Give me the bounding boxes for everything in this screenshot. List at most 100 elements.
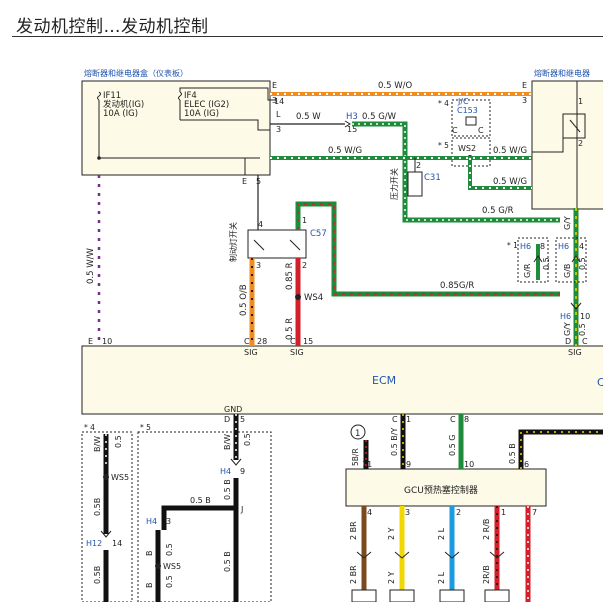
wire-05b3-label: 0.5 B <box>223 479 232 500</box>
wire-by-label: 0.5 B/Y <box>390 428 399 456</box>
wire-ww-label: 0.5 W/W <box>86 248 96 284</box>
wire-r2-label: 0.5 R <box>285 318 295 340</box>
fuse-box-right-label: 熔断器和继电器 <box>534 68 590 78</box>
wire-wg3-stripe <box>469 158 532 189</box>
brake-switch <box>247 229 307 259</box>
wire-gb-label: G/B <box>563 264 572 278</box>
fuse-box-internal-top <box>179 87 276 101</box>
wire-05c-label: 0.5 <box>578 323 587 336</box>
pin-14: 14 <box>274 97 284 106</box>
wire-05b-label: 0.5 <box>578 257 587 270</box>
connector-ws5b: WS5 <box>163 562 181 571</box>
pin-C-15: C <box>290 337 296 346</box>
option-box-4 <box>81 431 133 602</box>
connector-ws5a: WS5 <box>111 473 129 482</box>
h6-arrow-b <box>571 255 581 263</box>
wire-05e-label: 0.5 <box>243 433 252 446</box>
pin-s4: * 4 <box>84 423 95 432</box>
wire-b2-label: B <box>145 583 154 589</box>
pin-15b: 15 <box>303 337 313 346</box>
pin-4b: 4 <box>579 242 584 251</box>
circle-1-marker <box>350 424 366 440</box>
wire-w-l-label: 0.5 W <box>296 112 321 122</box>
wire-05b6-label: 0.5 B <box>508 443 517 464</box>
brake-switch-contact-b <box>289 239 301 251</box>
connector-h3: H3 <box>346 112 358 122</box>
pin-SIG1: SIG <box>244 348 258 357</box>
right-box-pin2: 2 <box>578 139 583 148</box>
wire-2br2-label: 2 BR <box>349 565 358 584</box>
wire-05b1-label: 0.5B <box>93 498 102 516</box>
fuse-box-left-label: 熔断器和继电器盒（仪表板） <box>84 68 188 78</box>
if11-rating: 10A (IG) <box>103 109 138 119</box>
pin-D-ecm: D <box>565 337 571 346</box>
output-chevrons <box>356 551 505 559</box>
pin-11: 11 <box>362 460 372 469</box>
connector-c57: C57 <box>310 229 327 239</box>
ecm-box <box>81 345 603 415</box>
wire-05b2-label: 0.5B <box>93 566 102 584</box>
pin-28: 28 <box>257 337 267 346</box>
wire-r1-label: 0.85 R <box>285 262 295 290</box>
pin-2: 2 <box>416 161 421 170</box>
pin-8b: 8 <box>464 415 469 424</box>
pin-SIG2: SIG <box>290 348 304 357</box>
wire-05d-label: 0.5 <box>114 435 123 448</box>
gcu-pin-1: 1 <box>501 508 506 517</box>
wire-gw-label: 0.5 G/W <box>362 112 397 122</box>
pin-C-28: C <box>244 337 250 346</box>
wire-g-label: 0.5 G <box>448 435 457 456</box>
pin-h6-10: 10 <box>580 312 590 321</box>
h12-arrow <box>100 530 112 538</box>
page-title: 发动机控制…发动机控制 <box>16 17 209 37</box>
fuse-box-right <box>531 80 603 210</box>
wire-ob-label: 0.5 O/B <box>239 284 249 316</box>
gcu-pin-7: 7 <box>532 508 537 517</box>
if11-name: IF11 <box>103 91 121 101</box>
connector-c153: C153 <box>457 106 478 115</box>
wire-wg2-label: 0.5 W/G <box>493 146 527 156</box>
connector-c31: C31 <box>424 173 441 183</box>
right-box-internal <box>532 138 564 153</box>
gcu-pin-3: 3 <box>405 508 410 517</box>
wire-05b5-label: 0.5 B <box>223 551 232 572</box>
pressure-switch-label: 压力开关 <box>389 168 399 200</box>
pin-s5: * 5 <box>140 423 151 432</box>
pin-C-left: C <box>452 126 458 135</box>
brake-switch-contact-a <box>253 239 265 251</box>
pin-2b: 2 <box>302 261 307 270</box>
pin-8: 8 <box>540 242 545 251</box>
connector-ws4: WS4 <box>304 293 323 303</box>
connector-h4b: H4 <box>146 517 157 526</box>
pin-E-top: E <box>272 81 277 90</box>
option-box-5 <box>137 431 272 602</box>
pin-GND: GND <box>224 405 242 414</box>
right-box-relay-switch <box>569 119 581 133</box>
wire-gy-label: G/Y <box>563 216 572 230</box>
wire-05b6 <box>518 429 603 469</box>
wire-2rb-label: 2 R/B <box>482 519 491 540</box>
h6-box-b <box>555 237 587 283</box>
wire-05b4-label: 0.5 B <box>190 496 211 505</box>
brake-switch-label: 制动灯开关 <box>228 222 238 262</box>
if4-rating: 10A (IG) <box>184 109 219 119</box>
wire-gy2-label: G/Y <box>563 322 572 336</box>
h6c-arrow <box>570 302 582 310</box>
pin-star5: * 5 <box>438 141 449 150</box>
pin-1b: 1 <box>406 415 411 424</box>
wire-bw2-label: B/W <box>223 434 232 450</box>
pin-E-5: E <box>242 177 247 186</box>
pin-10b: 10 <box>464 460 474 469</box>
pin-E-top-right: E <box>522 81 527 90</box>
pin-5b: 5 <box>240 415 245 424</box>
wire-2rb2-label: 2R/B <box>482 565 491 584</box>
gcu-label: GCU预热塞控制器 <box>404 484 478 496</box>
gcu-pin-2: 2 <box>456 508 461 517</box>
wire-wo-top-label: 0.5 W/O <box>378 81 412 91</box>
h6-box-a <box>517 237 549 283</box>
right-box-pin1: 1 <box>578 97 583 106</box>
h3-arrow <box>344 120 351 128</box>
fuse-if4: IF4 ELEC (IG2) 10A (IG) <box>178 91 229 120</box>
pin-L: L <box>276 110 281 119</box>
